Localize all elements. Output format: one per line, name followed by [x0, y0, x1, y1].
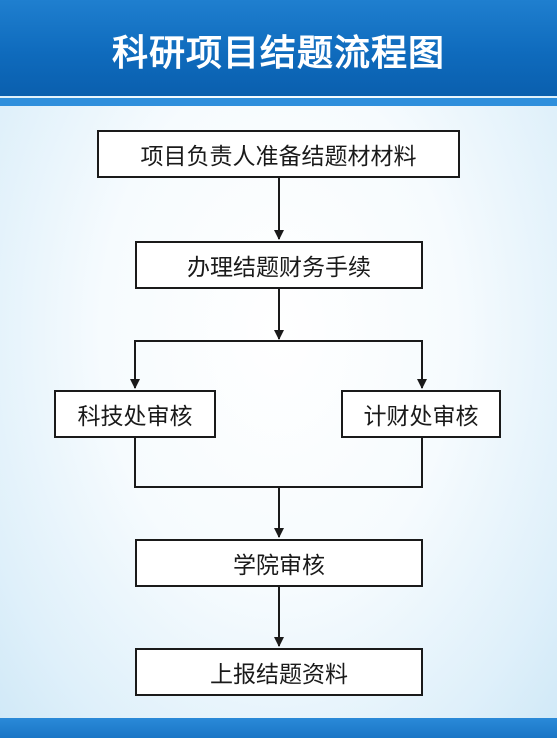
step-submit-materials: 上报结题资料 [135, 648, 423, 696]
step-plan-finance-review: 计财处审核 [341, 390, 501, 438]
footer-band [0, 718, 557, 738]
step-prepare-materials: 项目负责人准备结题材材料 [97, 130, 460, 178]
step-sci-office-review-label: 科技处审核 [77, 404, 193, 430]
page-title: 科研项目结题流程图 [111, 33, 445, 74]
step-sci-office-review: 科技处审核 [54, 390, 216, 438]
step-finance-procedures-label: 办理结题财务手续 [187, 255, 371, 281]
step-prepare-materials-label: 项目负责人准备结题材材料 [140, 144, 417, 170]
step-college-review: 学院审核 [135, 539, 423, 587]
step-finance-procedures: 办理结题财务手续 [135, 241, 423, 289]
step-submit-materials-label: 上报结题资料 [210, 662, 348, 688]
step-college-review-label: 学院审核 [233, 553, 325, 579]
title-banner-stripe [0, 98, 557, 106]
title-banner: 科研项目结题流程图 [0, 0, 557, 96]
step-plan-finance-review-label: 计财处审核 [363, 404, 479, 430]
